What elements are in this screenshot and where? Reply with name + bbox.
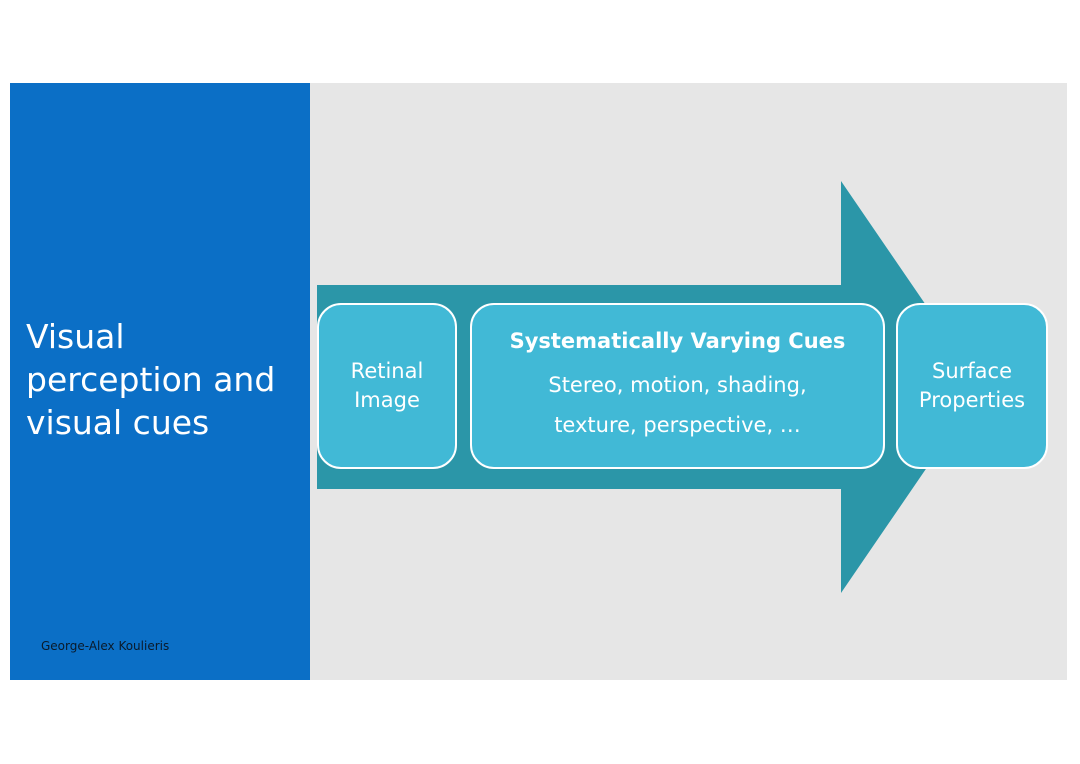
surface-properties-box: Surface Properties: [896, 303, 1048, 469]
retinal-image-label: Retinal Image: [350, 359, 424, 412]
retinal-image-box: Retinal Image: [317, 303, 457, 469]
varying-cues-heading: Systematically Varying Cues: [509, 329, 846, 353]
author-name: George-Alex Koulieris: [41, 639, 170, 653]
varying-cues-line: Stereo, motion, shading,: [548, 373, 807, 397]
slide: Visual perception and visual cues George…: [10, 83, 1067, 680]
title-panel: Visual perception and visual cues George…: [10, 83, 310, 680]
surface-properties-label: Surface Properties: [918, 359, 1026, 412]
varying-cues-line: texture, perspective, …: [554, 413, 801, 437]
slide-title: Visual perception and visual cues: [26, 317, 276, 442]
varying-cues-box: Systematically Varying Cues Stereo, moti…: [470, 303, 885, 469]
